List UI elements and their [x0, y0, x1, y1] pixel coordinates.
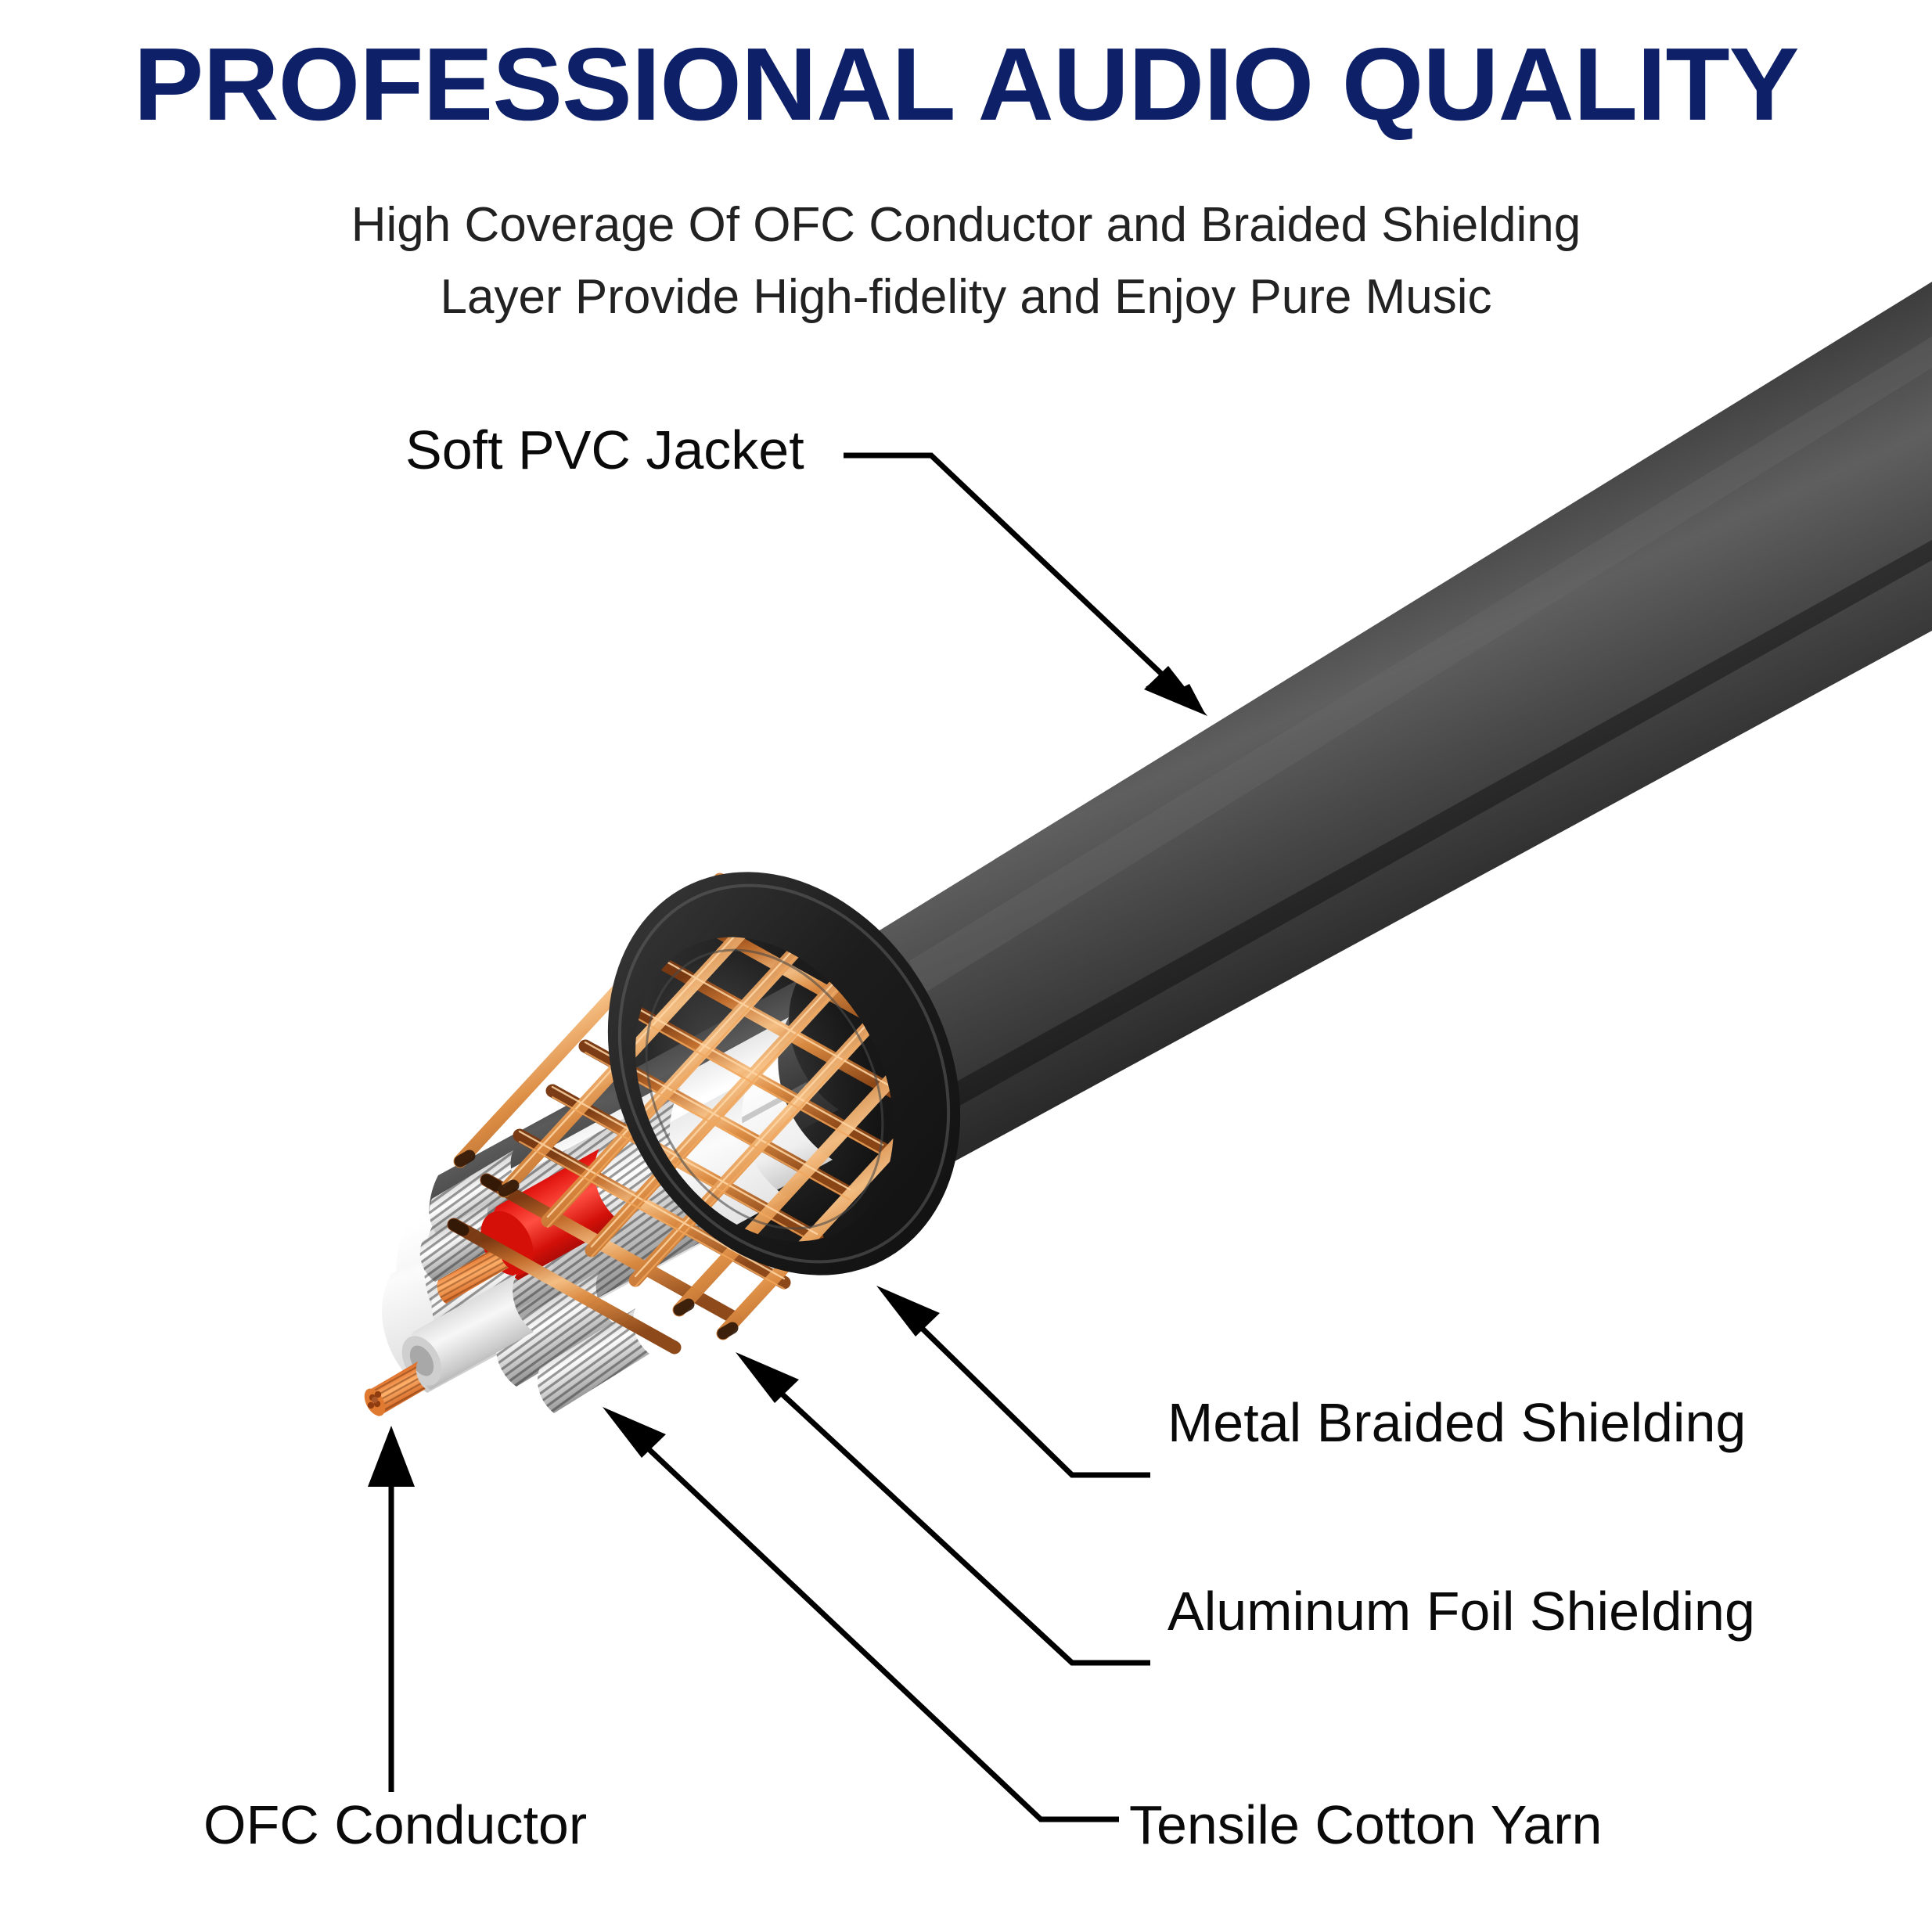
- callout-leaders: [388, 452, 1192, 1822]
- label-soft-pvc-jacket: Soft PVC Jacket: [405, 419, 804, 480]
- leader-tensile-cotton-yarn: [616, 1418, 1119, 1822]
- metal-braided-shielding: [447, 872, 943, 1355]
- leader-aluminum-foil-shielding: [749, 1363, 1150, 1666]
- jacket-rim-overlay: [607, 872, 961, 1275]
- label-aluminum-foil-shielding: Aluminum Foil Shielding: [1167, 1581, 1755, 1642]
- leader-soft-pvc-jacket: [844, 452, 1192, 703]
- page-title: PROFESSIONAL AUDIO QUALITY: [133, 27, 1800, 142]
- callout-arrowheads: [368, 666, 1207, 1487]
- leader-metal-braided-shielding: [890, 1297, 1150, 1478]
- label-ofc-conductor: OFC Conductor: [203, 1794, 588, 1855]
- pvc-jacket-body: [811, 282, 1932, 1210]
- subtitle-line-1: High Coverage Of OFC Conductor and Braid…: [351, 198, 1581, 252]
- label-tensile-cotton-yarn: Tensile Cotton Yarn: [1129, 1794, 1603, 1855]
- ofc-conductor-spur: [364, 1274, 534, 1416]
- label-metal-braided-shielding: Metal Braided Shielding: [1167, 1392, 1747, 1453]
- subtitle-line-2: Layer Provide High-fidelity and Enjoy Pu…: [440, 270, 1492, 324]
